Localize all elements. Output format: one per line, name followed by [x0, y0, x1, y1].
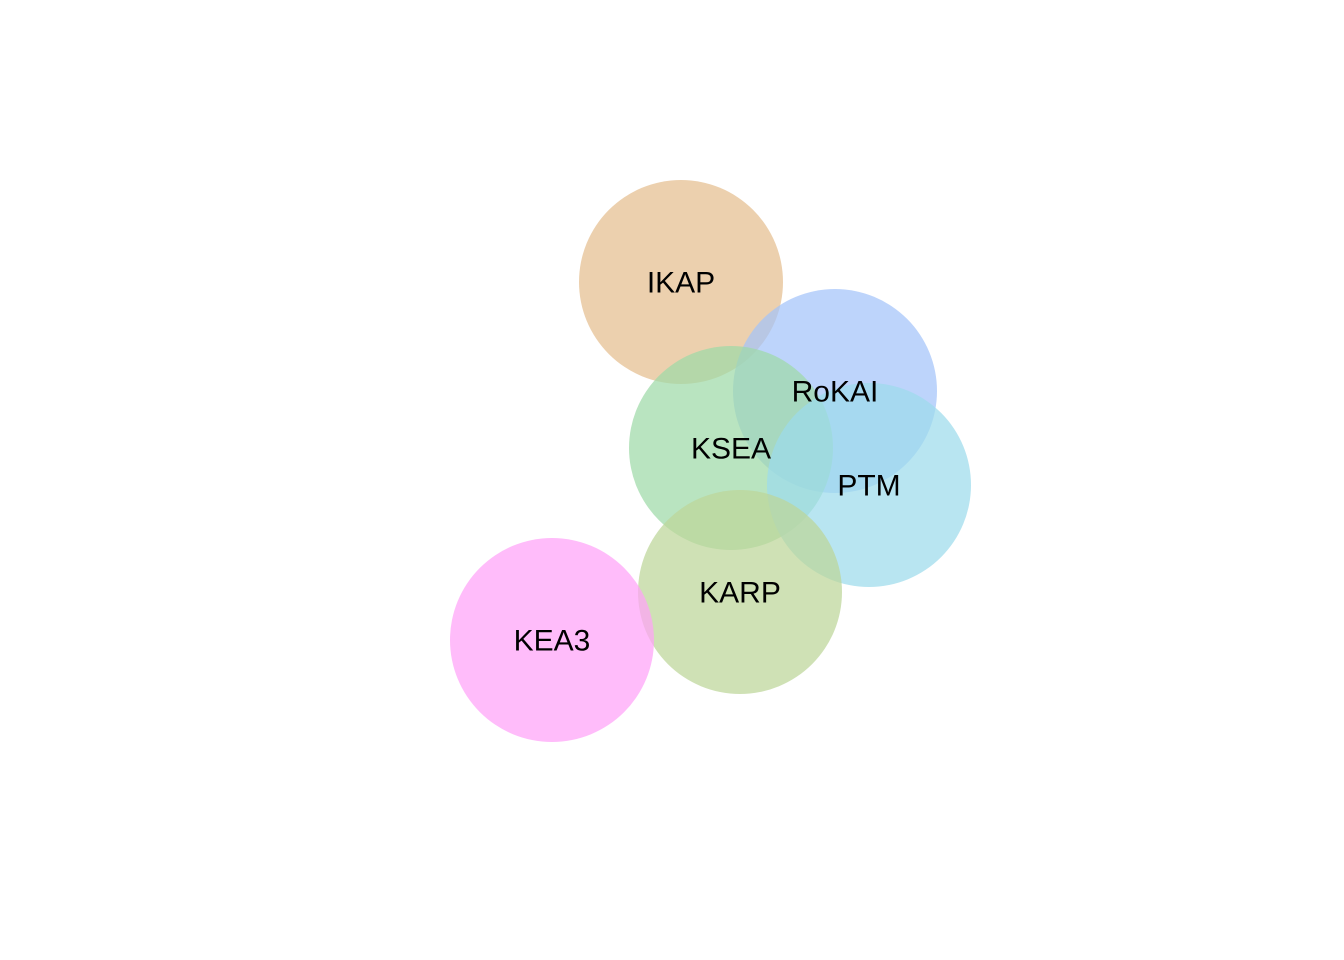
set-label-karp: KARP [699, 577, 781, 610]
set-labels: IKAP RoKAI KSEA PTM KARP KEA3 [514, 267, 901, 658]
set-label-ptm: PTM [837, 470, 900, 503]
set-circles [450, 180, 971, 742]
set-label-ksea: KSEA [691, 433, 771, 466]
set-label-kea3: KEA3 [514, 625, 591, 658]
set-label-ikap: IKAP [647, 267, 715, 300]
set-circle-ikap [579, 180, 783, 384]
set-circle-kea3 [450, 538, 654, 742]
set-label-rokai: RoKAI [792, 376, 879, 409]
set-circle-karp [638, 490, 842, 694]
